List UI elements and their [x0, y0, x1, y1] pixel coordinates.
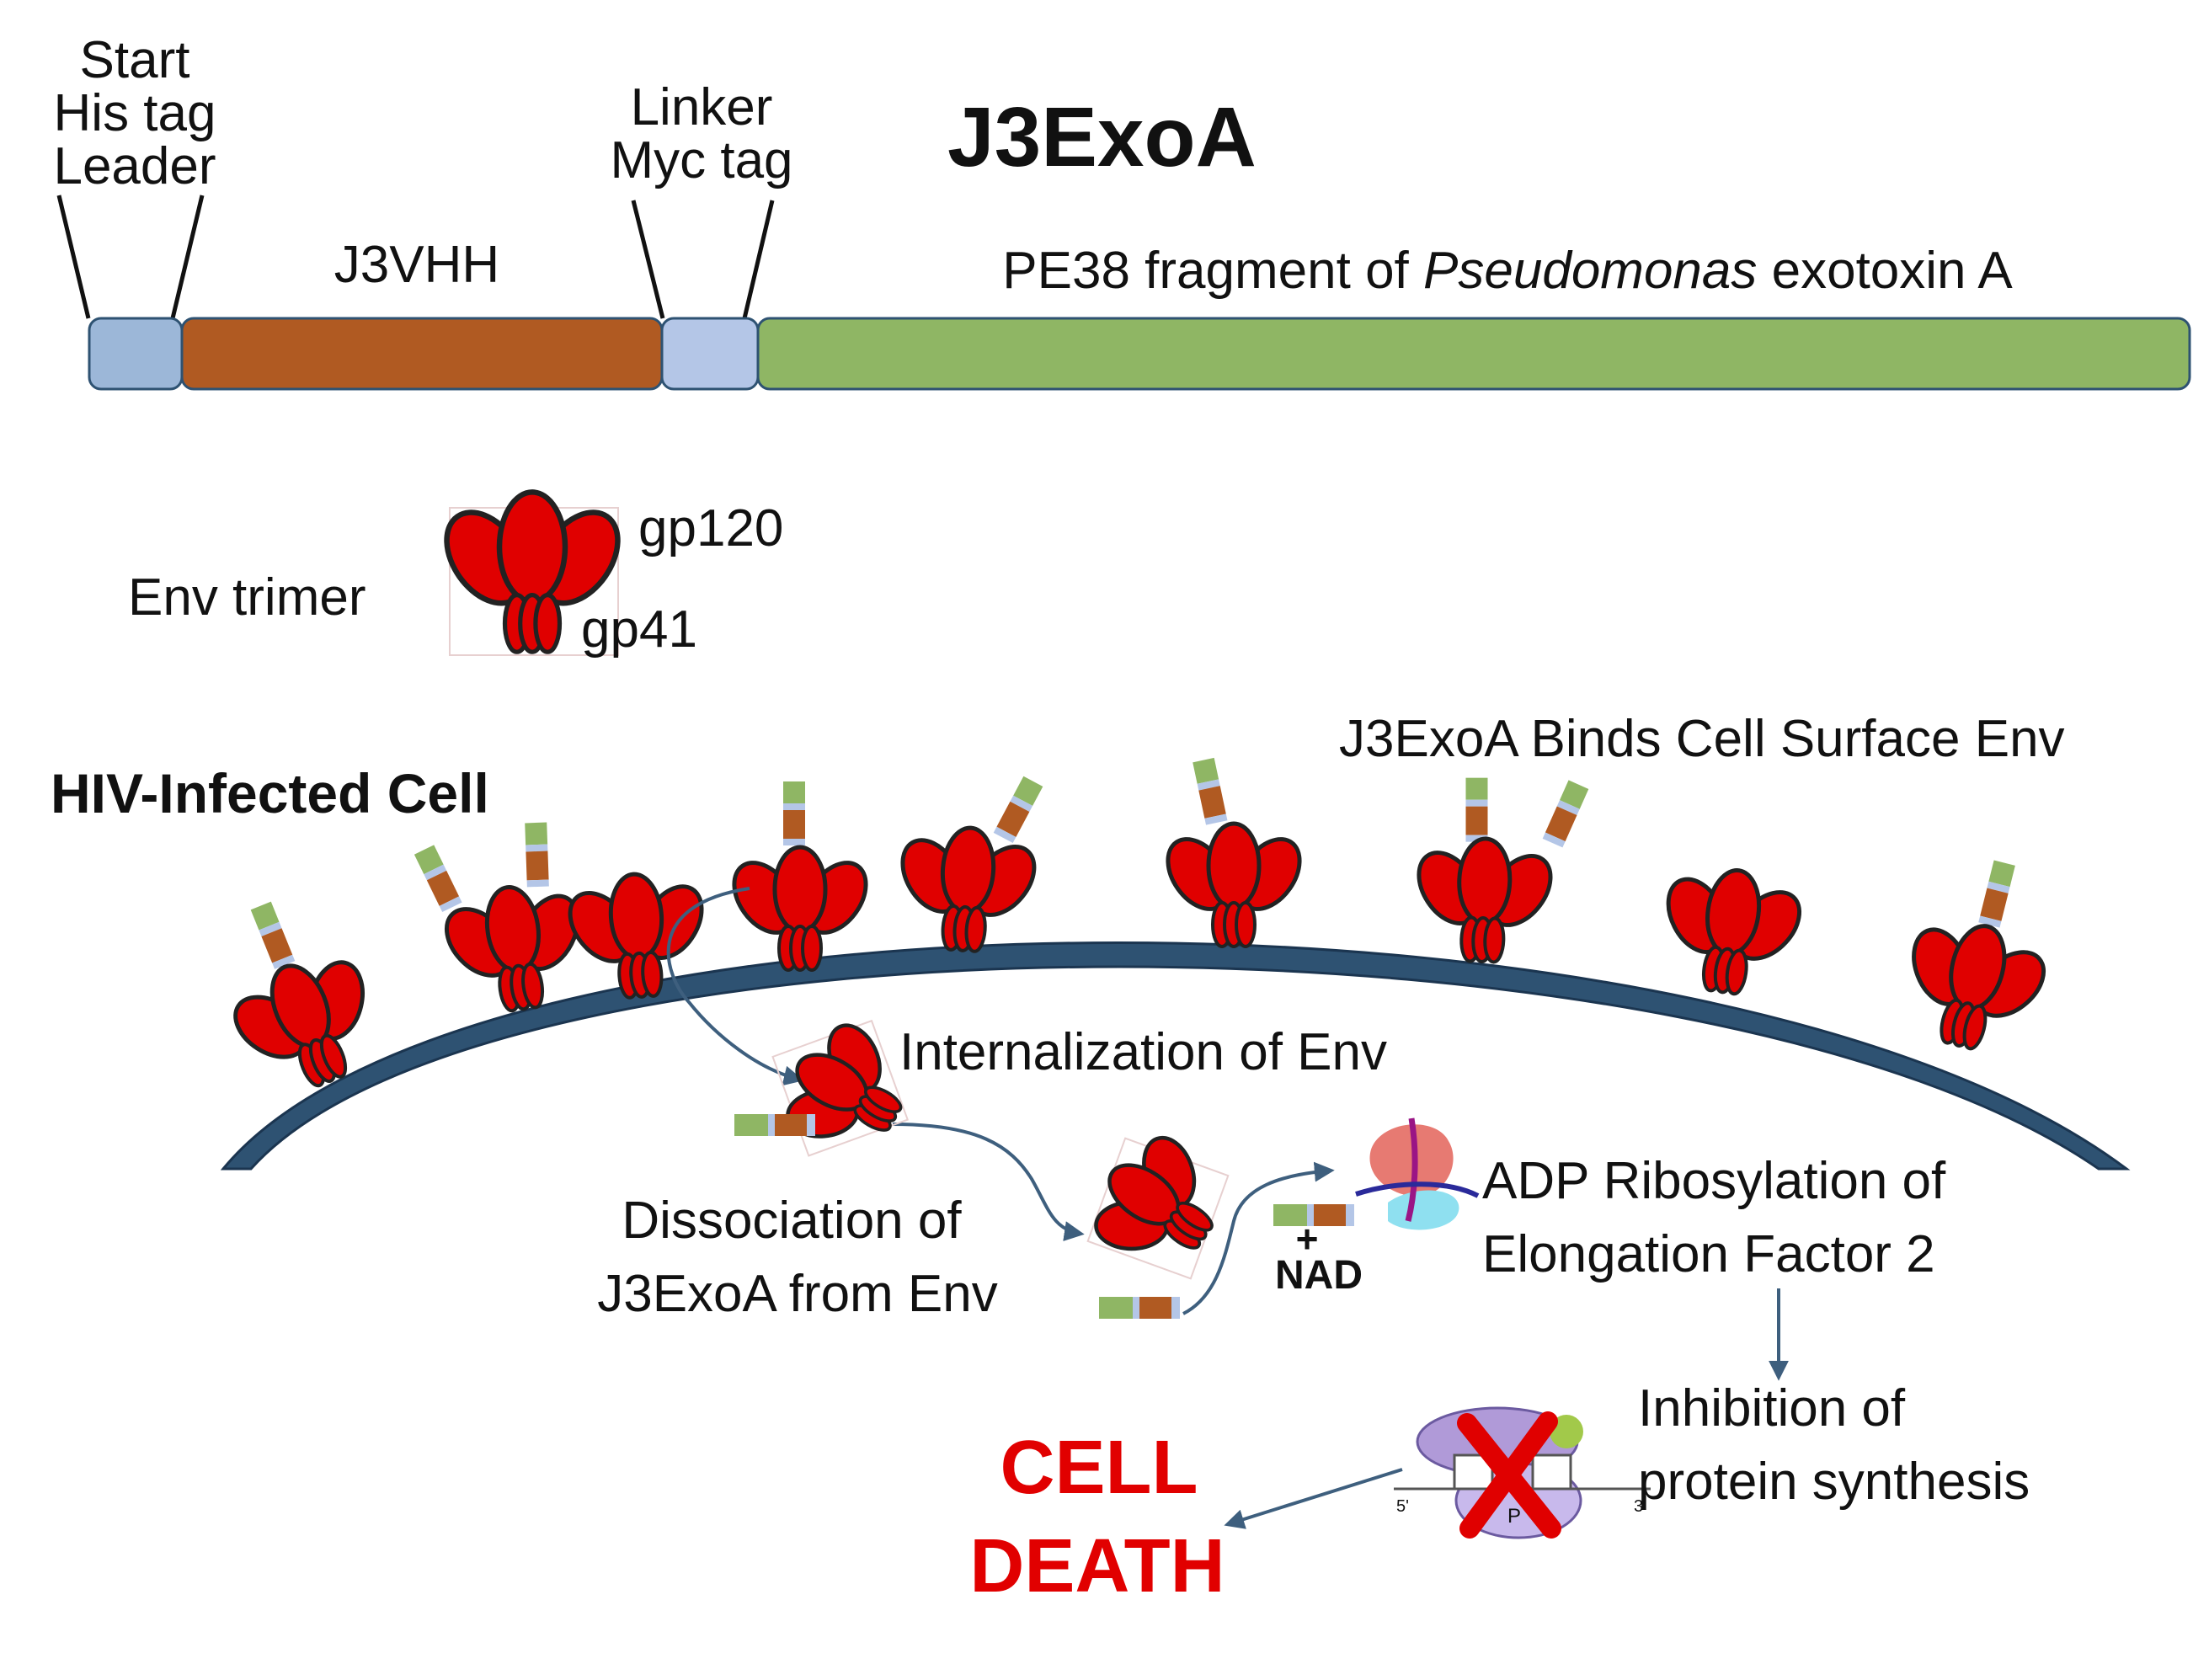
ribosome-5prime: 5'	[1396, 1497, 1409, 1516]
surface-env-8	[1645, 860, 1817, 1003]
segment-leader	[88, 317, 184, 391]
segment-pe38	[756, 317, 2191, 391]
internalization-caption: Internalization of Env	[899, 1023, 1387, 1081]
surface-env-4	[722, 781, 878, 970]
free-j3exoa	[1099, 1297, 1180, 1319]
cell-death-line1: CELL	[1000, 1426, 1198, 1510]
dissociation-caption-line2: J3ExoA from Env	[597, 1265, 998, 1323]
segment-j3vhh	[180, 317, 664, 391]
inhibition-x-icon	[1457, 1411, 1561, 1539]
ribosome-p-site: P	[1507, 1505, 1521, 1528]
construct-bar	[88, 317, 2191, 391]
construct-title: J3ExoA	[947, 90, 1257, 184]
nad-arrow	[1182, 1161, 1335, 1315]
label-pe38: PE38 fragment of Pseudomonas exotoxin A	[1002, 242, 2013, 300]
surface-env-9	[1882, 860, 2080, 1064]
construct-labels: Start His tag Leader Linker Myc tag J3Ex…	[53, 31, 2013, 300]
label-start: Start	[80, 31, 190, 89]
adp-caption-line2: Elongation Factor 2	[1482, 1225, 1935, 1283]
label-myc-tag: Myc tag	[610, 131, 792, 189]
cell-death-line2: DEATH	[969, 1524, 1225, 1608]
label-pe38-italic: Pseudomonas	[1423, 242, 1757, 300]
label-pe38-prefix: PE38 fragment of	[1002, 242, 1423, 300]
env-trimer-legend: Env trimer gp120 gp41	[128, 492, 783, 659]
label-leader: Leader	[53, 137, 216, 195]
label-j3vhh: J3VHH	[334, 236, 499, 294]
dissociation-arrow	[892, 1123, 1085, 1241]
dissociation-caption-line1: Dissociation of	[622, 1192, 962, 1250]
pathway-arrows	[666, 887, 1789, 1529]
nad-plus: +	[1296, 1217, 1319, 1261]
internalized-env	[734, 1002, 931, 1180]
gp120-label: gp120	[638, 499, 783, 557]
surface-env-6	[1155, 757, 1312, 947]
label-pe38-suffix: exotoxin A	[1757, 242, 2013, 300]
surface-env-7	[1404, 777, 1589, 965]
construct-callout-lines	[56, 195, 775, 319]
ribosome-icon: 5' 3' P	[1394, 1406, 1651, 1539]
gp41-label: gp41	[581, 600, 697, 659]
surface-env-5	[884, 776, 1053, 956]
label-his-tag: His tag	[54, 84, 216, 142]
binds-caption: J3ExoA Binds Cell Surface Env	[1339, 710, 2065, 768]
ribosome-3prime: 3'	[1634, 1497, 1646, 1516]
ef2-protein-icon	[1355, 1117, 1480, 1230]
nad-label: NAD	[1275, 1253, 1363, 1298]
internalized-j3exoa	[734, 1114, 815, 1136]
dissociated-env	[1071, 1113, 1246, 1319]
internalization-arrow	[666, 887, 804, 1086]
death-arrow	[1224, 1468, 1403, 1529]
env-trimer-label: Env trimer	[128, 568, 366, 627]
label-linker: Linker	[631, 78, 773, 136]
cell-membrane	[220, 941, 2131, 1171]
inhibition-caption-line1: Inhibition of	[1638, 1379, 1906, 1437]
inhibition-caption-line2: protein synthesis	[1638, 1453, 2030, 1511]
cell-title: HIV-Infected Cell	[51, 762, 489, 824]
nad-complex: + NAD	[1273, 1204, 1363, 1298]
adp-caption-line1: ADP Ribosylation of	[1482, 1152, 1946, 1210]
segment-linker-myc	[660, 317, 760, 391]
